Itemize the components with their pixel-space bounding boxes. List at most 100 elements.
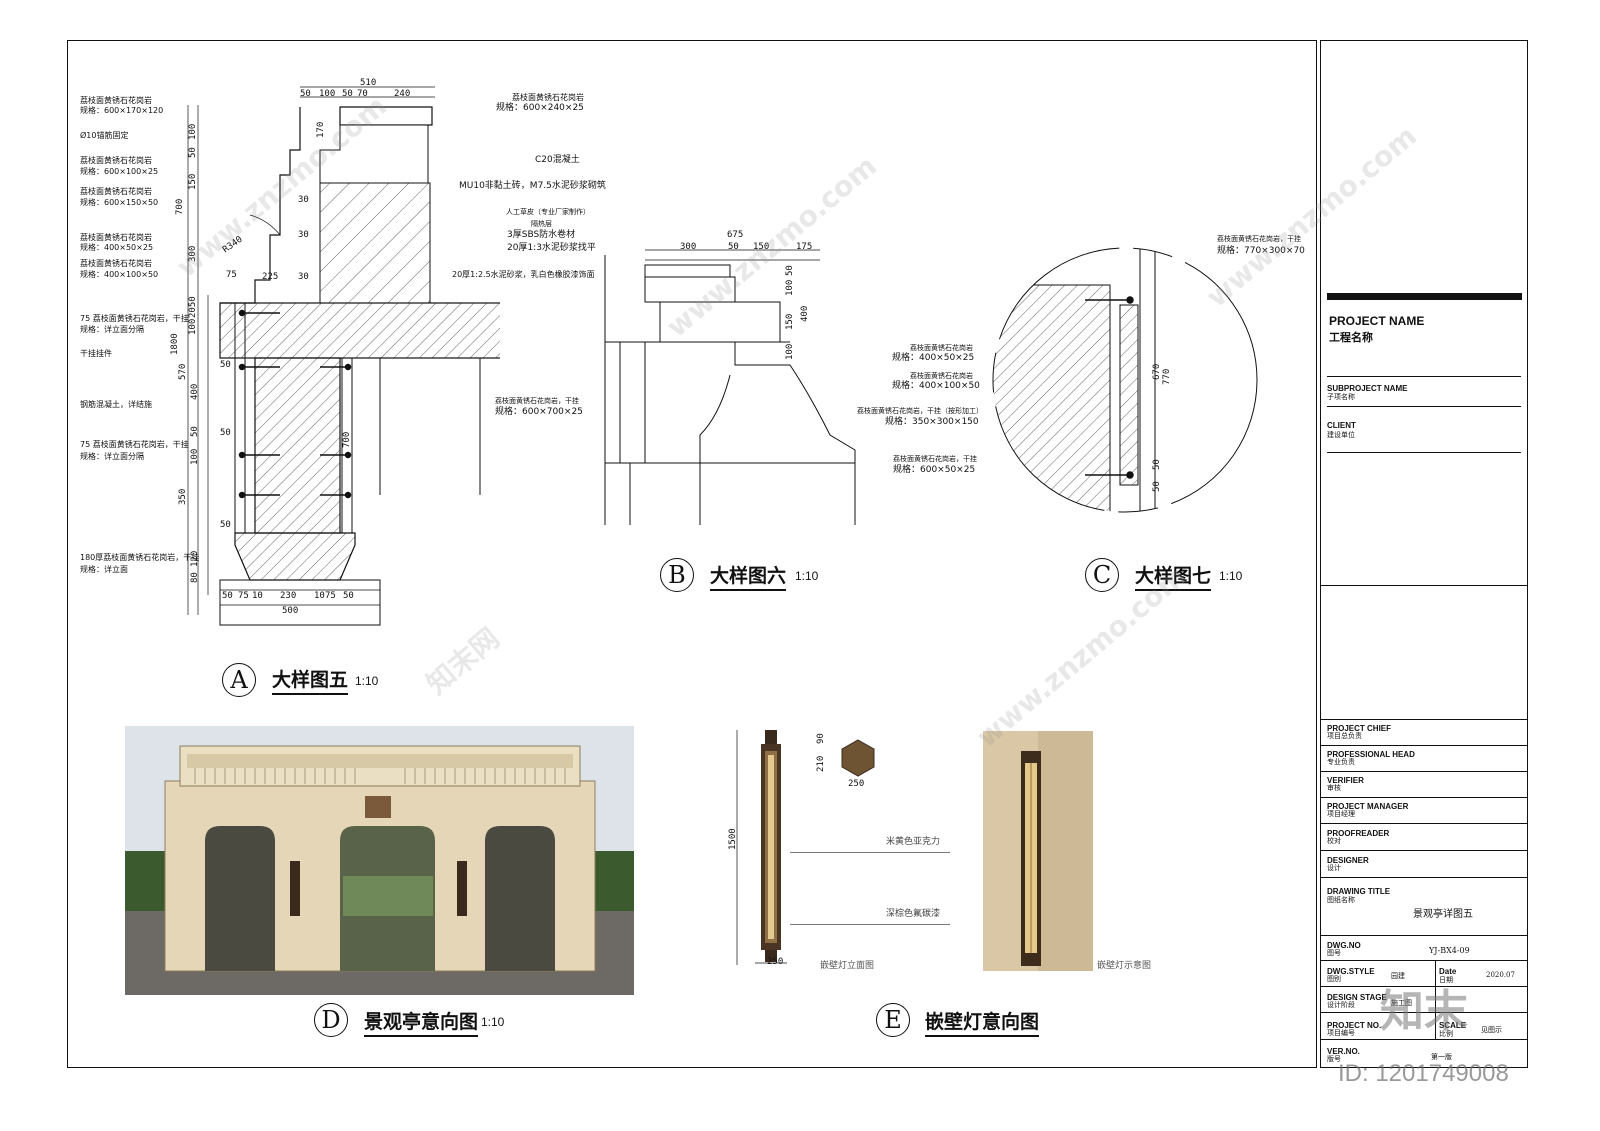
tb-divider [1321,877,1527,878]
project-no-label: PROJECT NO. [1327,1021,1382,1030]
dwg-no-label: DWG.NO [1327,941,1361,950]
dim-e-1500: 1500 [728,828,738,850]
date-label: Date [1439,967,1457,976]
dim-b-v-50: 50 [785,265,795,276]
label-a-right-0: 荔枝面黄锈石花岗岩 [512,93,584,102]
verifier-label: VERIFIER [1327,776,1364,785]
dim-a-top-50: 50 [300,89,311,99]
label-a-left-16: 规格：详立面分隔 [80,452,144,461]
tb-divider [1321,1039,1527,1040]
label-a-right-1: 规格：600×240×25 [496,103,584,113]
detail-a-drawing [187,86,500,626]
dim-a-top-100: 100 [319,89,336,99]
professional-head-label: PROFESSIONAL HEAD [1327,750,1415,759]
caption-c-circle: C [1085,558,1119,592]
dwg-no-value: YJ-BX4-09 [1429,946,1470,955]
caption-a-scale: 1:10 [355,674,379,688]
dwg-style-label: DWG.STYLE [1327,967,1375,976]
dim-a-b-10: 10 [252,591,263,601]
label-a-left-6: 规格：600×150×50 [80,198,159,207]
dim-a-top-240: 240 [394,89,411,99]
verifier-cn: 审核 [1327,784,1341,792]
caption-a-circle: A [222,663,256,697]
dim-c-50a: 50 [1152,459,1162,470]
design-stage-value: 施工图 [1391,999,1412,1007]
label-a-left-14: 钢筋混凝土，详结施 [80,400,152,409]
dim-b-v-100: 100 [785,279,795,296]
dim-a-top-70: 70 [357,89,368,99]
professional-head-cn: 专业负责 [1327,758,1355,766]
subproject-label: SUBPROJECT NAME [1327,384,1408,393]
dim-b-300: 300 [680,242,697,252]
dim-b-v-400: 400 [800,305,810,322]
dim-a-b-75: 75 [238,591,249,601]
dim-a-v-80: 80 [190,572,200,583]
brick-wall [319,182,431,304]
dim-a-50c: 50 [220,520,231,530]
project-chief-cn: 项目总负责 [1327,732,1362,740]
label-a-left-13: 干挂挂件 [80,349,112,358]
label-a-left-15: 75 荔枝面黄锈石花岗岩，干挂 [80,440,189,449]
drawing-title-label: DRAWING TITLE [1327,887,1391,896]
label-a-right-8: 20厚1:2.5水泥砂浆，乳白色橡胶漆饰面 [452,270,595,279]
dim-a-170: 170 [316,121,326,138]
dim-a-50a: 50 [220,360,231,370]
dim-a-30b: 30 [298,230,309,240]
label-b-3: 规格：400×100×50 [892,381,980,391]
dim-a-b-10b: 10 [314,591,325,601]
project-manager-cn: 项目经理 [1327,810,1355,818]
detail-c-drawing [992,247,1258,513]
tb-divider [1327,406,1521,407]
tb-divider [1321,797,1527,798]
date-cn: 日期 [1439,976,1453,984]
dim-a-v-2050: 2050 [188,296,198,318]
label-b-6: 荔枝面黄锈石花岗岩，干挂 [893,455,977,463]
label-a-right-10: 规格：600×700×25 [495,407,583,417]
watermark-id: ID: 1201749008 [1338,1060,1509,1087]
dim-a-v-100c: 100 [190,448,200,465]
label-a-right-2: C20混凝土 [535,155,580,165]
dim-b-50: 50 [728,242,739,252]
scale-cn: 比例 [1439,1030,1453,1038]
caption-c-scale: 1:10 [1219,569,1243,583]
label-b-2: 荔枝面黄锈石花岗岩 [910,372,973,380]
dim-a-b-50b: 50 [343,591,354,601]
design-stage-label: DESIGN STAGE [1327,993,1387,1002]
label-a-left-3: 荔枝面黄锈石花岗岩 [80,156,152,165]
project-name-en: PROJECT NAME [1329,314,1425,328]
label-b-4: 荔枝面黄锈石花岗岩，干挂（按形加工） [857,407,983,415]
dim-e-250-plan: 250 [848,779,865,789]
label-b-5: 规格：350×300×150 [885,417,979,427]
designer-cn: 设计 [1327,864,1341,872]
dwg-style-cn: 图别 [1327,975,1341,983]
client-cn: 建设单位 [1327,431,1355,439]
caption-d-circle: D [314,1003,348,1037]
dim-a-700: 700 [342,431,352,448]
caption-d-title: 景观亭意向图 [364,1007,479,1037]
dim-b-150: 150 [753,242,770,252]
dwg-no-cn: 图号 [1327,949,1341,957]
title-block: PROJECT NAME 工程名称 SUBPROJECT NAME 子项名称 C… [1320,40,1528,1068]
scale-value: 见图示 [1481,1026,1502,1034]
tb-divider [1321,745,1527,746]
dim-a-b-230: 230 [280,591,297,601]
dwg-style-value: 园建 [1391,972,1405,980]
roof-slab [219,302,500,359]
lamp-front-view-label: 嵌壁灯立面图 [820,961,875,971]
dim-a-v-300: 300 [188,245,198,262]
lamp-elevation [736,730,787,965]
caption-a-title: 大样图五 [272,665,349,695]
base-block [234,532,356,581]
lamp-line-0 [790,852,950,853]
watermark-brand: 知末 [1380,986,1468,1037]
design-stage-cn: 设计阶段 [1327,1001,1355,1009]
dim-c-670: 670 [1152,363,1162,380]
ver-no-cn: 版号 [1327,1055,1341,1063]
column-core [254,357,341,534]
tb-divider [1321,960,1527,961]
cap-stone [339,106,433,126]
c20-concrete [319,124,429,184]
designer-label: DESIGNER [1327,856,1369,865]
lamp-photo [983,731,1093,971]
dim-a-v-700: 700 [175,198,185,215]
